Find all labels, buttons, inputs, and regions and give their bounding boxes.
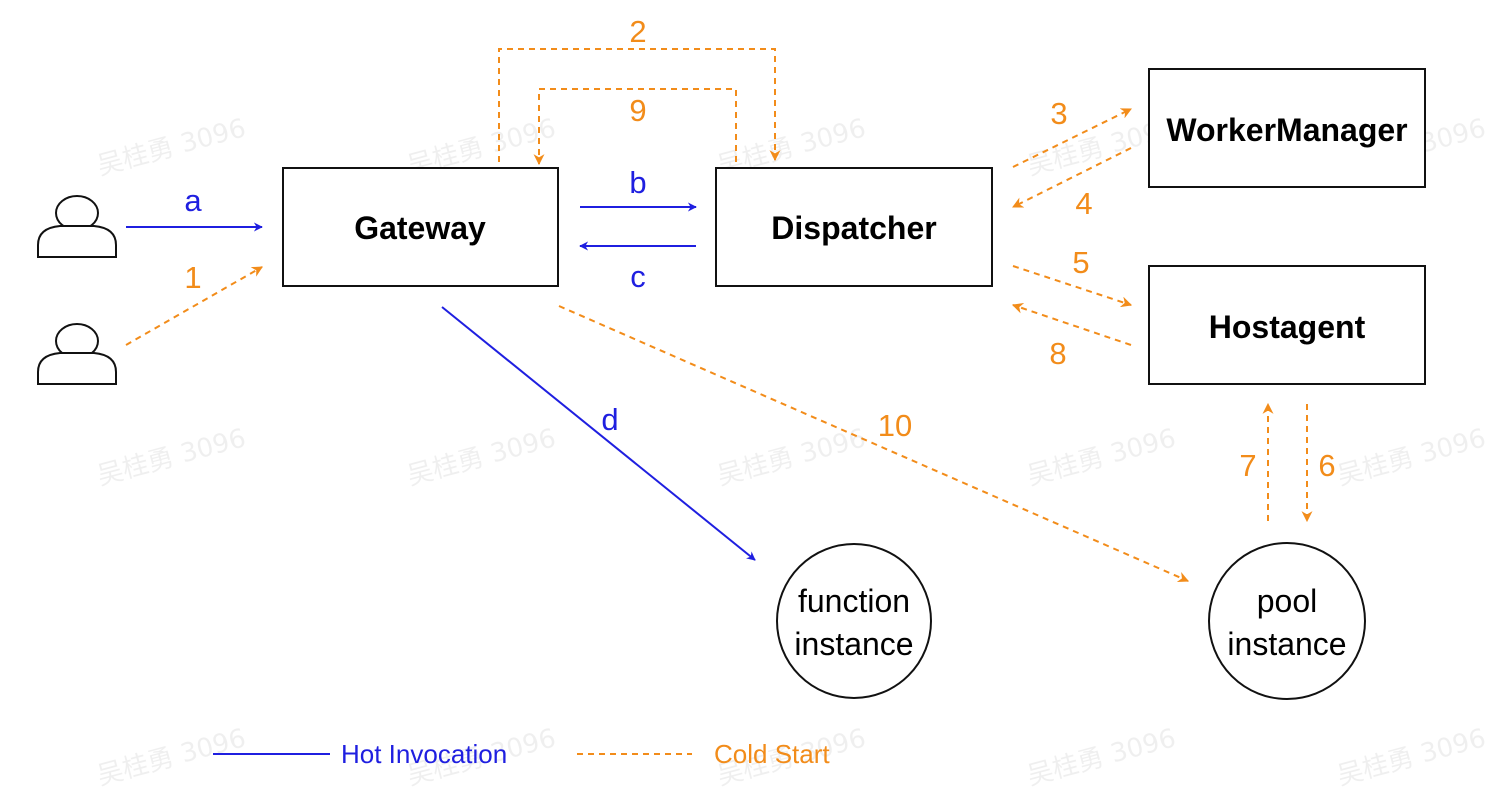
edge-label-5: 5 xyxy=(1072,245,1089,280)
gateway-node: Gateway xyxy=(282,167,559,287)
edge-2 xyxy=(498,48,781,162)
edge-1 xyxy=(125,266,263,346)
legend: Hot Invocation Cold Start xyxy=(213,739,830,769)
pool-instance-label-line1: pool xyxy=(1257,583,1318,619)
edge-label-2: 2 xyxy=(629,14,646,49)
pool-instance-label-line2: instance xyxy=(1227,626,1346,662)
watermark-text: 吴桂勇 3096 xyxy=(94,113,249,181)
edge-d xyxy=(441,306,756,561)
edge-10 xyxy=(558,305,1190,583)
legend-hot-label: Hot Invocation xyxy=(341,739,507,769)
pool-instance-node: pool instance xyxy=(1208,542,1366,700)
user-icon xyxy=(37,195,117,258)
edge-label-c: c xyxy=(630,259,646,294)
worker-manager-label: WorkerManager xyxy=(1166,112,1407,148)
edge-label-7: 7 xyxy=(1239,448,1256,483)
watermark-text: 吴桂勇 3096 xyxy=(1334,423,1489,491)
hostagent-node: Hostagent xyxy=(1148,265,1426,385)
gateway-label: Gateway xyxy=(354,210,486,246)
edge-label-4: 4 xyxy=(1075,186,1092,221)
edge-label-d: d xyxy=(601,402,618,437)
edge-label-8: 8 xyxy=(1049,336,1066,371)
watermark-text: 吴桂勇 3096 xyxy=(94,423,249,491)
function-instance-label-line2: instance xyxy=(794,626,913,662)
dispatcher-node: Dispatcher xyxy=(715,167,993,287)
edge-label-9: 9 xyxy=(629,93,646,128)
edge-label-3: 3 xyxy=(1050,96,1067,131)
legend-cold-label: Cold Start xyxy=(714,739,830,769)
function-instance-node: function instance xyxy=(776,543,932,699)
watermark-text: 吴桂勇 3096 xyxy=(94,723,249,791)
edge-label-1: 1 xyxy=(184,260,201,295)
watermark-text: 吴桂勇 3096 xyxy=(1024,723,1179,791)
edge-8 xyxy=(1011,302,1132,346)
user-icon xyxy=(37,323,117,385)
function-instance-label-line1: function xyxy=(798,583,910,619)
edge-label-10: 10 xyxy=(878,408,912,443)
hostagent-label: Hostagent xyxy=(1209,309,1366,345)
watermark-text: 吴桂勇 3096 xyxy=(1024,423,1179,491)
worker-manager-node: WorkerManager xyxy=(1148,68,1426,188)
watermark-text: 吴桂勇 3096 xyxy=(714,423,869,491)
edge-label-6: 6 xyxy=(1318,448,1335,483)
edge-label-a: a xyxy=(184,183,202,218)
dispatcher-label: Dispatcher xyxy=(771,210,936,246)
edge-label-b: b xyxy=(629,165,646,200)
watermark-text: 吴桂勇 3096 xyxy=(1334,723,1489,791)
edge-5 xyxy=(1012,265,1133,308)
edge-9 xyxy=(533,88,737,166)
watermark-text: 吴桂勇 3096 xyxy=(404,423,559,491)
